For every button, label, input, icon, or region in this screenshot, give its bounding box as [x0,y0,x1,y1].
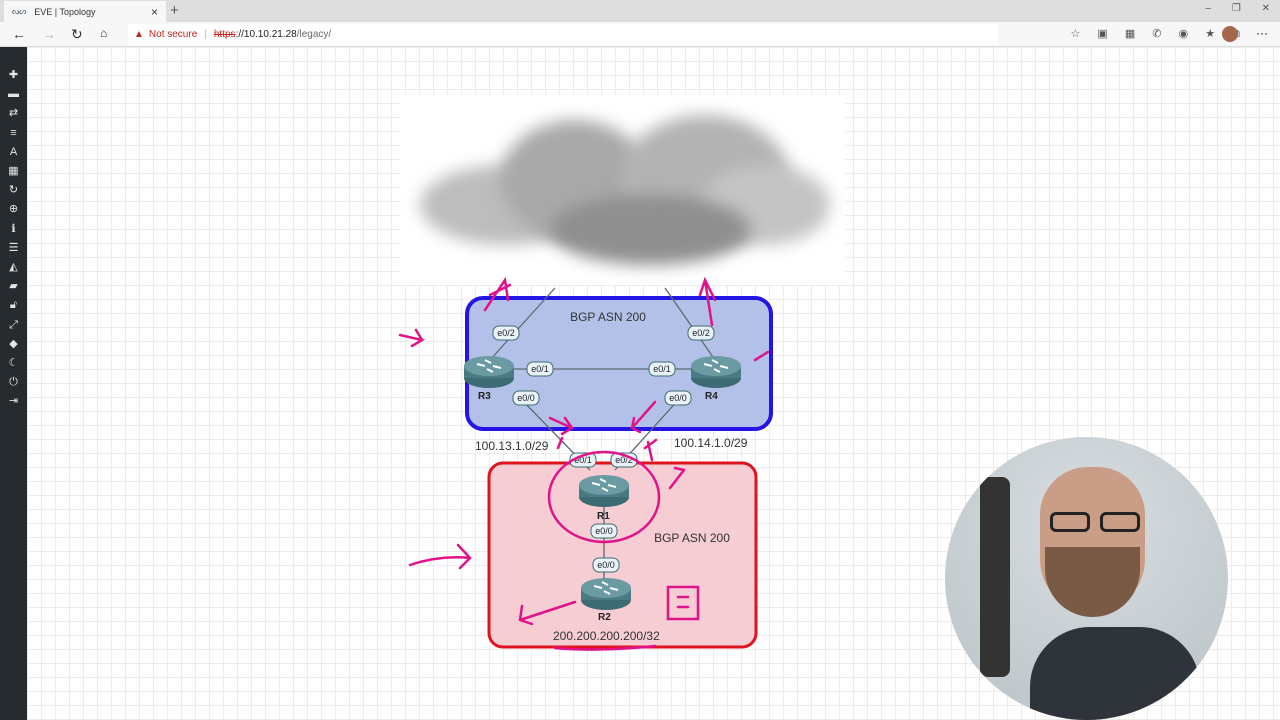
toolbar-icons[interactable]: ☆ ▣ ▦ ✆ ◉ ★ ⧉ [1070,28,1240,40]
refresh-icon[interactable]: ↻ [8,184,19,197]
info-icon[interactable]: ℹ [11,222,16,235]
tab-title: EVE | Topology [34,6,96,17]
interface-badge [512,390,540,406]
security-status[interactable]: Not secure [148,29,198,40]
sidebar: ✚ ▬ ⇄ ≡ A ▦ ↻ ⊕ ℹ ☰ ◭ ▰ 🔓︎ ⤢ ◆ ☾ ⏻ ⇥ [0,47,27,720]
subnet-left: 100.13.1.0/29 [475,439,549,453]
tab-eve-topology[interactable]: ᔓᔕ EVE | Topology × [4,1,166,22]
interface-badge [492,325,520,341]
tag-icon[interactable]: ◆ [9,337,18,350]
chat-icon[interactable]: ▰ [9,280,18,293]
subnet-right: 100.14.1.0/29 [674,436,748,450]
window-controls[interactable]: – ❐ ✕ [1205,3,1270,14]
forward-icon[interactable]: → [42,26,56,42]
router-label-r4: R4 [705,391,718,402]
url-scheme: https [213,29,236,40]
bottom-asn-label: BGP ASN 200 [654,531,730,545]
warning-icon: ▲ [134,29,144,40]
url-host: ://10.10.21.28 [235,29,297,40]
close-tab-icon[interactable]: × [150,4,158,19]
menu-icon[interactable]: ··· [1256,26,1268,40]
address-bar-row: ← → ↻ ⌂ ▲ Not secure | https://10.10.21.… [0,22,1280,47]
list-icon[interactable]: ☰ [8,241,19,254]
url-field[interactable]: ▲ Not secure | https://10.10.21.28/legac… [128,24,998,45]
interface-label-r4-e01: e0/1 [653,364,671,374]
router-label-r1: R1 [597,511,610,522]
zoom-icon[interactable]: ⊕ [8,203,19,216]
interface-label-r1-e01: e0/1 [574,455,592,465]
lab-icon[interactable]: ◭ [9,261,18,273]
interface-badge [664,390,692,406]
cloud-image [400,95,845,285]
interface-label-r1-e02: e0/2 [615,455,633,465]
url-path: /legacy/ [296,29,332,40]
top-asn-label: BGP ASN 200 [570,310,646,324]
interface-badge [569,452,597,468]
tab-bar: ᔓᔕ EVE | Topology × + – ❐ ✕ [0,0,1280,22]
home-icon[interactable]: ⌂ [100,26,108,40]
nodes-icon[interactable]: ▬ [8,88,19,101]
subnet-bottom: 200.200.200.200/32 [553,629,660,643]
pen-annotations [398,276,770,651]
interface-badge [590,523,618,539]
interface-badge [526,361,554,377]
dark-mode-icon[interactable]: ☾ [8,357,19,369]
interface-badge [687,325,715,341]
interface-label-r3-e01: e0/1 [531,364,549,374]
fullscreen-icon[interactable]: ⤢ [9,318,18,331]
power-icon[interactable]: ⏻ [9,376,18,389]
router-r3[interactable] [463,355,515,389]
interface-badge [592,557,620,573]
router-label-r3: R3 [478,391,491,402]
back-icon[interactable]: ← [12,26,26,42]
webcam-overlay [945,437,1228,720]
refresh-icon[interactable]: ↻ [71,26,83,42]
eve-logo-icon: ᔓᔕ [12,7,27,16]
router-r4[interactable] [690,355,742,389]
interface-label-r1-e00: e0/0 [595,526,613,536]
interface-label-r2-e00: e0/0 [597,560,615,570]
lock-icon[interactable]: 🔓︎ [9,299,18,312]
startup-configs-icon[interactable]: ≡ [10,126,17,139]
router-label-r2: R2 [598,612,611,623]
router-r1[interactable] [578,474,630,508]
profile-avatar[interactable] [1222,26,1238,42]
divider: | [204,29,207,40]
logout-icon[interactable]: ⇥ [8,395,19,408]
router-r2[interactable] [580,577,632,611]
text-icon[interactable]: A [9,145,18,158]
networks-icon[interactable]: ⇄ [8,107,19,120]
new-tab-button[interactable]: + [170,2,179,19]
grid-icon[interactable]: ▦ [8,165,19,177]
add-icon[interactable]: ✚ [8,69,19,81]
interface-label-r3-e00: e0/0 [517,393,535,403]
interface-label-r4-e02: e0/2 [692,328,710,338]
interface-label-r3-e02: e0/2 [497,328,515,338]
interface-badge [648,361,676,377]
interface-label-r4-e00: e0/0 [669,393,687,403]
